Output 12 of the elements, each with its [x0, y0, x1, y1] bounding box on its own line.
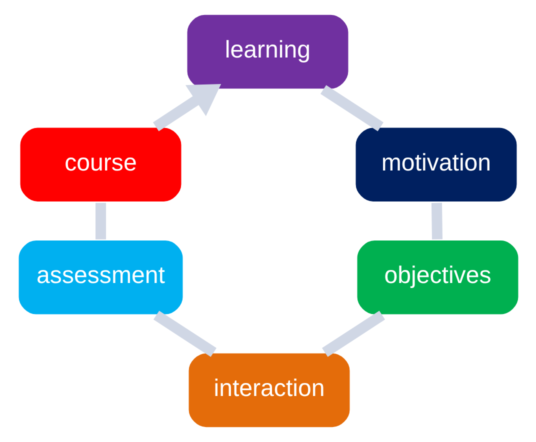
node-box: assessment — [16, 239, 184, 316]
connector — [320, 85, 383, 132]
node-box: interaction — [186, 352, 351, 429]
connector — [322, 310, 385, 357]
node-box: motivation — [354, 126, 518, 203]
node-box: objectives — [355, 239, 520, 316]
connector — [152, 310, 216, 357]
connector — [430, 202, 442, 240]
node-box: learning — [185, 13, 350, 90]
connector — [95, 202, 106, 240]
arrow — [152, 84, 221, 132]
node-box: course — [18, 126, 182, 203]
